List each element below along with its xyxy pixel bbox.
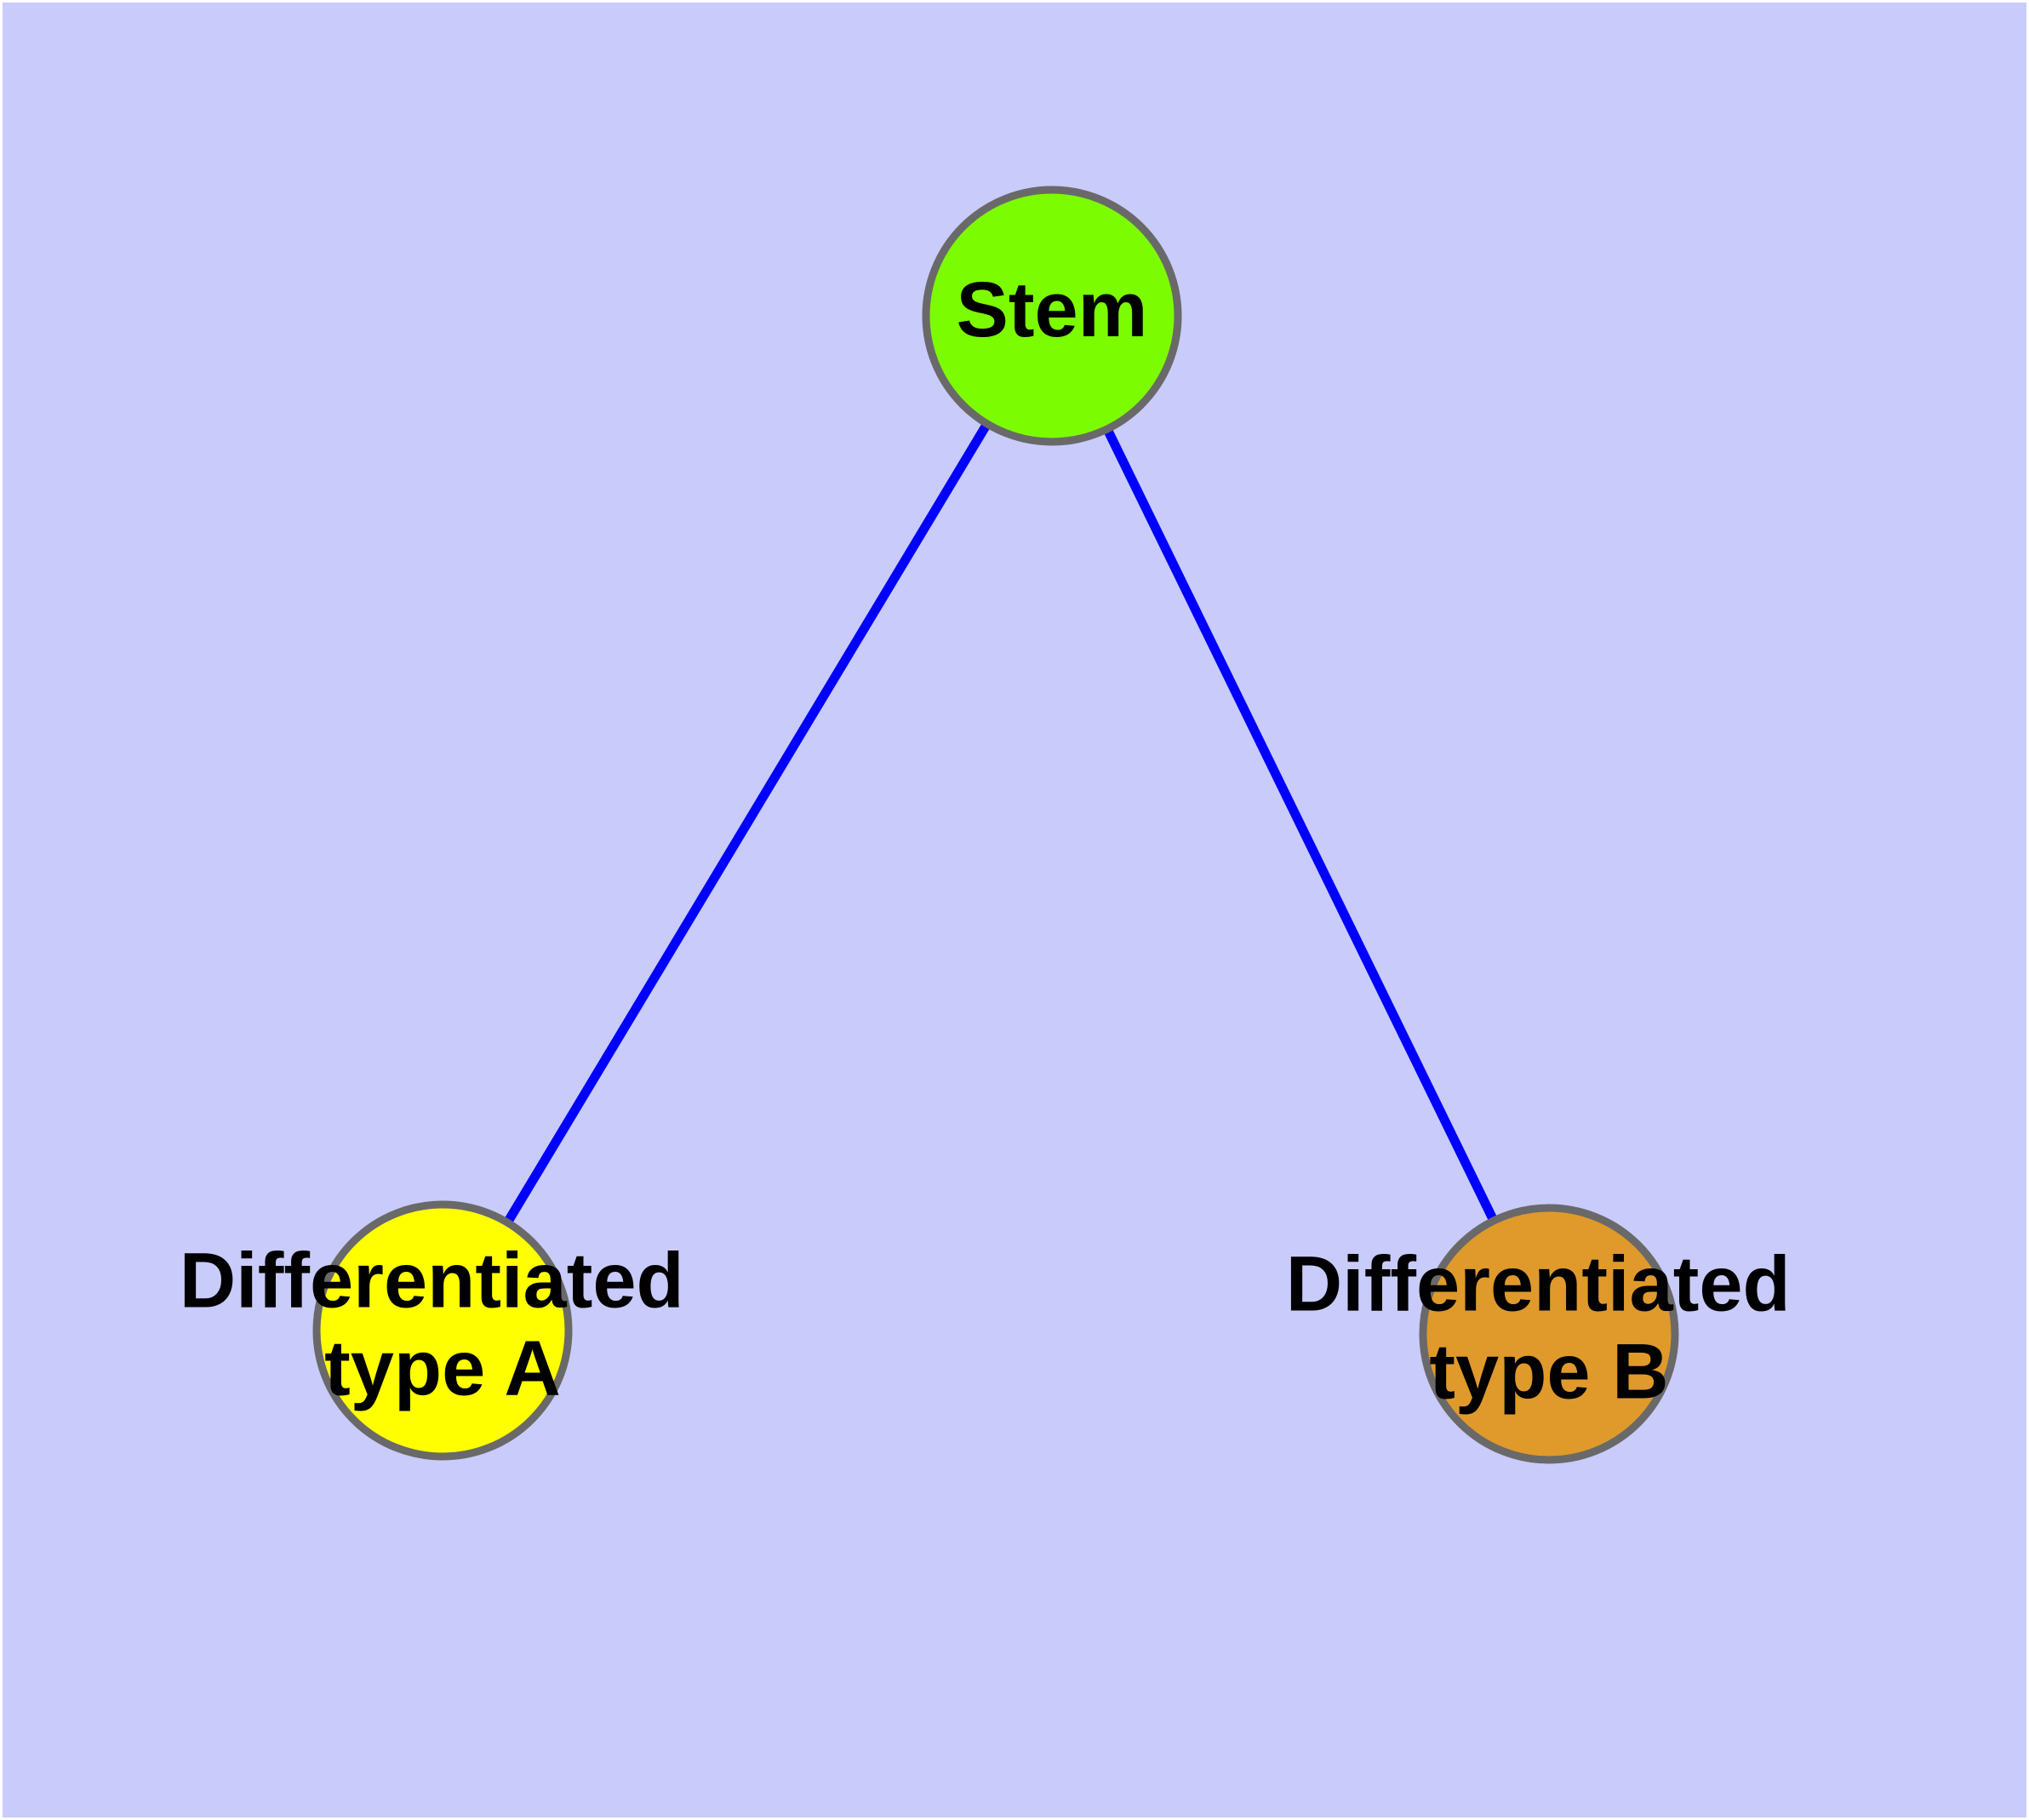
node-stem-label: Stem [957,266,1148,353]
node-differentiated-type-b-label-line-1: Differentiated [1286,1241,1791,1328]
node-differentiated-type-a-label: Differentiated type A [180,1238,706,1412]
node-differentiated-type-b[interactable] [1419,1204,1679,1464]
labels-layer: Stem Differentiated type A Differentiate… [180,266,1813,1416]
node-differentiated-type-b-circle[interactable] [1419,1204,1679,1464]
edge-stem-to-differentiated-type-b[interactable] [1048,313,1553,1336]
node-differentiated-type-a-label-line-2: type A [324,1325,561,1412]
node-stem[interactable] [922,186,1182,446]
node-differentiated-type-b-label-line-2: type B [1429,1329,1668,1416]
node-stem-label-line-1: Stem [957,266,1148,353]
node-differentiated-type-a-circle[interactable] [312,1200,573,1461]
node-stem-circle[interactable] [922,186,1182,446]
node-differentiated-type-a[interactable] [312,1200,573,1461]
node-differentiated-type-a-label-line-1: Differentiated [180,1238,684,1325]
nodes-layer [312,186,1679,1464]
edge-stem-to-differentiated-type-a[interactable] [438,313,1056,1333]
edges-layer [438,313,1553,1336]
node-differentiated-type-b-label: Differentiated type B [1286,1241,1813,1416]
